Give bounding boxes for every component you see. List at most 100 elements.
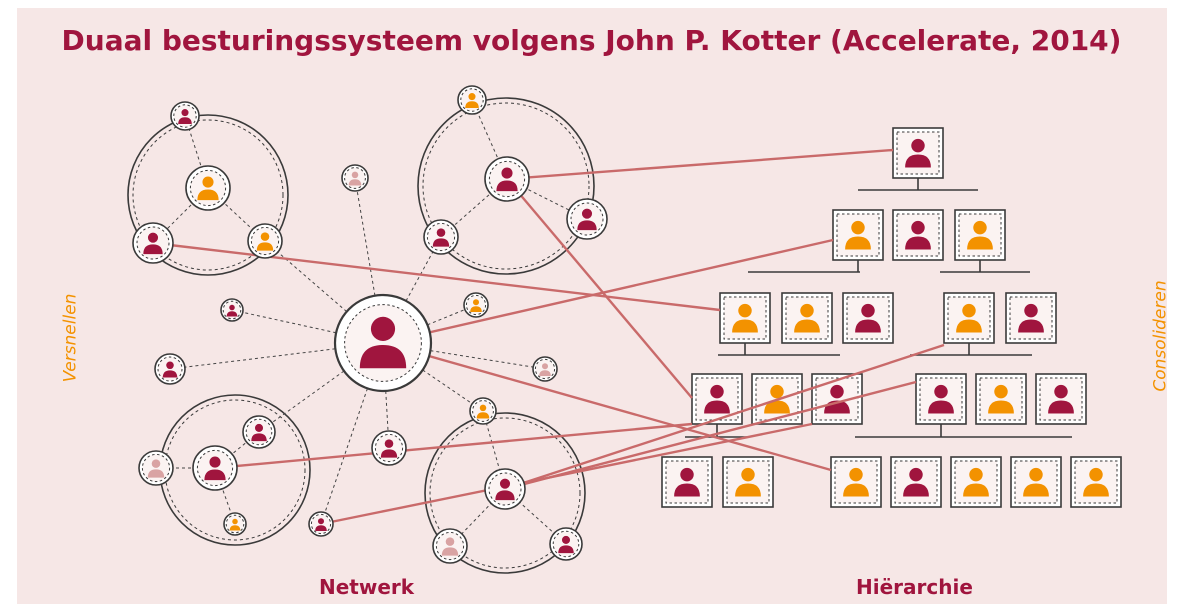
- network-team-cluster: [424, 412, 586, 574]
- person-head: [934, 384, 948, 399]
- hierarchy-person-box: [892, 209, 944, 261]
- person-body: [495, 490, 515, 501]
- network-person-node: [432, 528, 468, 564]
- person-body: [855, 319, 881, 333]
- person-body: [465, 101, 479, 109]
- hierarchy-org-chart: [661, 127, 1122, 508]
- person-body: [143, 244, 163, 255]
- person-head: [1029, 467, 1043, 482]
- person-head: [911, 138, 925, 153]
- network-person-node: [532, 356, 558, 382]
- person-body: [1048, 400, 1074, 414]
- person-body: [558, 545, 574, 554]
- person-head: [911, 220, 925, 235]
- cross-link: [506, 178, 693, 399]
- person-body: [315, 525, 327, 532]
- network-person-node: [247, 223, 283, 259]
- person-head: [151, 459, 161, 468]
- person-head: [147, 232, 159, 243]
- cross-link: [382, 238, 834, 345]
- person-body: [905, 154, 931, 168]
- cross-link: [214, 422, 693, 470]
- person-head: [738, 303, 752, 318]
- person-body: [903, 483, 929, 497]
- accelerate-side-label: Versnellen: [60, 293, 81, 383]
- person-head: [851, 220, 865, 235]
- network-person-node: [138, 450, 174, 486]
- hierarchy-person-box: [954, 209, 1006, 261]
- network-person-node: [484, 156, 530, 202]
- diagram-title: Duaal besturingssysteem volgens John P. …: [61, 24, 1122, 57]
- person-body: [251, 433, 267, 442]
- hierarchy-person-box: [691, 373, 743, 425]
- network-person-node: [566, 198, 608, 240]
- network-person-node: [132, 222, 174, 264]
- hierarchy-person-box: [892, 127, 944, 179]
- network-person-node: [192, 445, 238, 491]
- person-head: [1089, 467, 1103, 482]
- person-head: [969, 467, 983, 482]
- person-body: [735, 483, 761, 497]
- person-head: [849, 467, 863, 482]
- hierarchy-person-box: [1010, 456, 1062, 508]
- cross-link: [152, 241, 721, 312]
- person-head: [166, 361, 174, 370]
- cross-link: [320, 422, 813, 526]
- person-head: [561, 535, 571, 544]
- person-body: [348, 179, 362, 186]
- person-body: [496, 180, 518, 192]
- network-label: Netwerk: [319, 575, 415, 599]
- hierarchy-person-box: [832, 209, 884, 261]
- cross-link: [504, 343, 945, 491]
- hierarchy-person-box: [943, 292, 995, 344]
- person-head: [861, 303, 875, 318]
- person-head: [830, 384, 844, 399]
- person-body: [956, 319, 982, 333]
- person-body: [256, 242, 274, 251]
- person-body: [1018, 319, 1044, 333]
- person-body: [794, 319, 820, 333]
- person-head: [581, 208, 593, 219]
- network-hierarchy-links: [152, 148, 945, 526]
- network-person-node: [242, 415, 276, 449]
- cross-link: [504, 380, 917, 491]
- network-person-node: [308, 511, 334, 537]
- network-team-cluster: [417, 97, 595, 275]
- person-head: [436, 228, 446, 237]
- person-head: [710, 384, 724, 399]
- person-head: [209, 456, 221, 468]
- person-body: [162, 370, 178, 378]
- network-link: [382, 304, 477, 344]
- person-head: [260, 232, 270, 241]
- network-person-node: [423, 219, 459, 255]
- network-person-node: [170, 101, 200, 131]
- hierarchy-person-box: [830, 456, 882, 508]
- network-person-node: [185, 165, 231, 211]
- hierarchy-person-box: [661, 456, 713, 508]
- network-person-node: [223, 512, 247, 536]
- hierarchy-person-box: [1005, 292, 1057, 344]
- person-body: [928, 400, 954, 414]
- person-head: [1024, 303, 1038, 318]
- person-head: [499, 478, 511, 489]
- person-body: [732, 319, 758, 333]
- person-body: [988, 400, 1014, 414]
- person-head: [973, 220, 987, 235]
- person-head: [800, 303, 814, 318]
- person-body: [226, 311, 238, 317]
- person-body: [905, 236, 931, 250]
- hierarchy-person-box: [719, 292, 771, 344]
- consolidate-side-label: Consolideren: [1150, 280, 1171, 392]
- person-body: [147, 469, 165, 478]
- person-head: [472, 299, 480, 306]
- person-body: [539, 370, 551, 377]
- person-head: [232, 518, 238, 525]
- person-body: [359, 345, 407, 369]
- person-body: [229, 525, 241, 531]
- person-body: [197, 189, 219, 201]
- person-body: [577, 220, 597, 231]
- person-head: [202, 176, 214, 188]
- person-head: [384, 439, 394, 448]
- person-head: [351, 171, 359, 179]
- person-body: [441, 547, 459, 556]
